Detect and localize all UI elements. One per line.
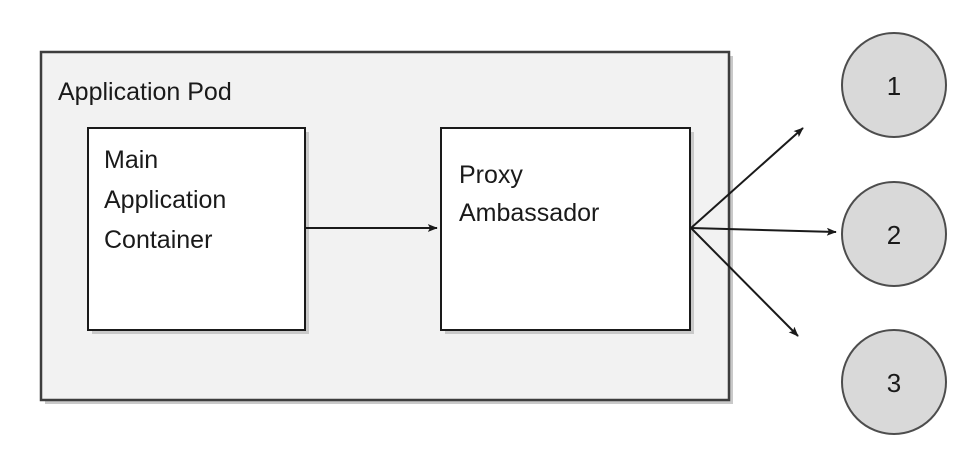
connector-proxy-to-service-2[interactable] — [690, 227, 837, 236]
external-service-2[interactable] — [841, 181, 947, 287]
proxy-ambassador-container[interactable] — [440, 127, 691, 331]
proxy-ambassador-container-line-2: Ambassador — [459, 199, 599, 227]
external-service-2-label: 2 — [887, 220, 901, 250]
main-application-container[interactable] — [87, 127, 306, 331]
external-service-3-label: 3 — [887, 368, 901, 398]
external-service-1-label: 1 — [887, 71, 901, 101]
main-application-container-line-3: Container — [104, 226, 212, 254]
connector-proxy-to-service-3[interactable] — [690, 227, 799, 337]
proxy-ambassador-container-line-1: Proxy — [459, 161, 523, 189]
main-application-container-line-2: Application — [104, 186, 226, 214]
external-service-1[interactable] — [841, 32, 947, 138]
main-application-container-line-1: Main — [104, 146, 158, 174]
connector-proxy-to-service-1[interactable] — [690, 127, 804, 229]
external-service-3[interactable] — [841, 329, 947, 435]
application-pod-label: Application Pod — [58, 78, 232, 106]
